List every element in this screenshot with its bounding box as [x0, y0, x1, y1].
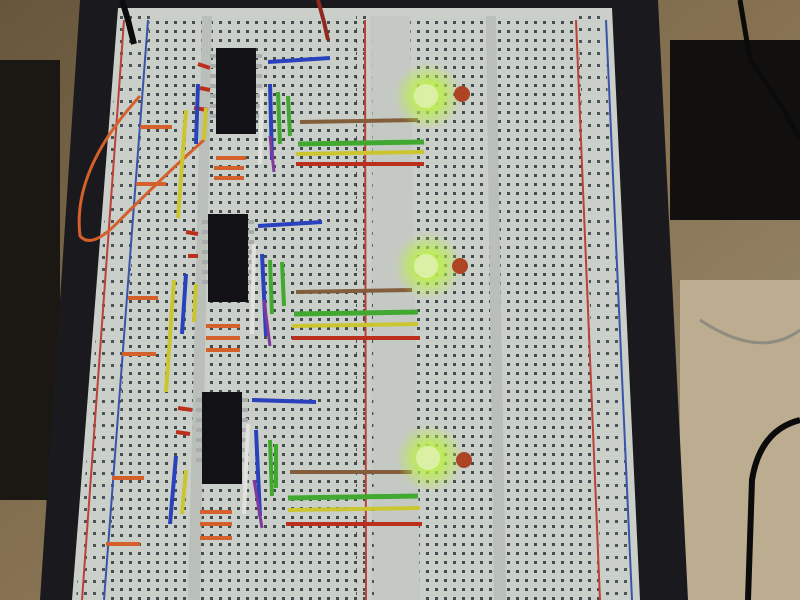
led-2 — [394, 232, 468, 300]
dark-background-left — [0, 60, 60, 500]
ic-chip-2 — [208, 214, 248, 302]
rail-line-blue-right — [605, 19, 633, 600]
ic-chip-1 — [216, 48, 256, 134]
power-rail-right — [578, 16, 632, 600]
power-rail-left — [76, 16, 150, 600]
rail-line-red-mid — [364, 19, 367, 600]
black-cable — [745, 417, 800, 600]
circuit-stage-1 — [136, 48, 425, 219]
rail-line-red-right — [575, 19, 601, 600]
led-3 — [396, 424, 472, 492]
dark-background-right — [670, 40, 800, 220]
center-channel-right — [486, 16, 506, 600]
rail-line-red-left — [81, 19, 125, 600]
red-lead — [316, 0, 330, 41]
rail-line-blue-left — [103, 19, 149, 600]
orange-jumper-loop — [77, 94, 205, 242]
black-lead — [119, 0, 137, 45]
circuit-stage-2 — [122, 214, 420, 393]
circuit-stage-3 — [106, 392, 422, 546]
black-cable-top — [737, 0, 800, 142]
light-board-right — [680, 280, 800, 600]
ic-chip-3 — [202, 392, 242, 484]
center-channel-left — [188, 16, 212, 600]
grey-cable — [699, 318, 800, 345]
led-1 — [394, 62, 470, 130]
